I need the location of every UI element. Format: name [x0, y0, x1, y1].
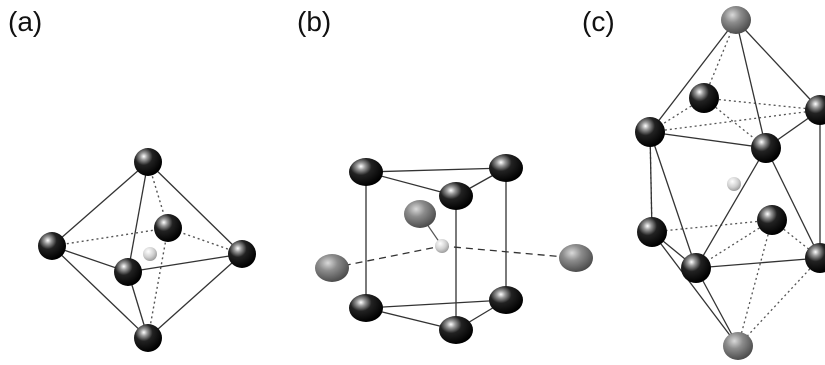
black-atom [757, 205, 787, 235]
panel-a-octahedron [38, 148, 256, 352]
panel-c-edges [649, 19, 821, 347]
gray-atom [559, 244, 593, 272]
black-atom [439, 316, 473, 344]
black-atom [228, 240, 256, 268]
black-atom [681, 253, 711, 283]
black-atom [489, 286, 523, 314]
panel-label-b: (b) [297, 6, 332, 37]
black-atom [805, 243, 825, 273]
central-atom [435, 239, 449, 253]
black-atom [637, 217, 667, 247]
black-atom [439, 182, 473, 210]
central-atom [727, 177, 741, 191]
black-atom [349, 294, 383, 322]
panel-b-trigonal-prism [315, 154, 593, 344]
panel-a-edges [51, 161, 243, 339]
central-atom [143, 247, 157, 261]
black-atom [805, 95, 825, 125]
black-atom [349, 158, 383, 186]
gray-atom [721, 6, 751, 34]
panel-label-a: (a) [8, 6, 43, 37]
black-atom [154, 214, 182, 242]
gray-atom [404, 200, 436, 228]
panel-c-polyhedron [635, 6, 825, 360]
black-atom [689, 83, 719, 113]
gray-atom [315, 254, 349, 282]
panel-label-c: (c) [582, 6, 615, 37]
black-atom [134, 148, 162, 176]
black-atom [635, 117, 665, 147]
black-atom [114, 258, 142, 286]
gray-atom [723, 332, 753, 360]
black-atom [134, 324, 162, 352]
panel-b-axis [331, 245, 577, 269]
black-atom [38, 232, 66, 260]
black-atom [751, 133, 781, 163]
black-atom [489, 154, 523, 182]
